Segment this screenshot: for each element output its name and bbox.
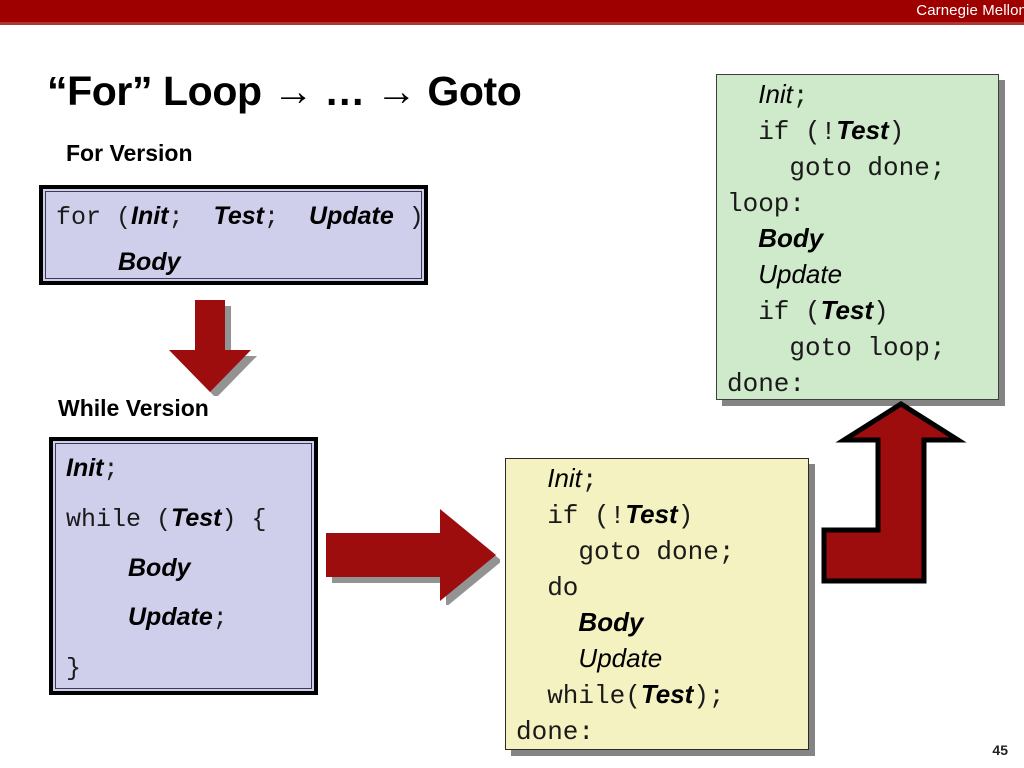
code-token: Update — [309, 202, 394, 230]
code-token: Test — [640, 679, 694, 709]
code-token: Update — [758, 259, 843, 289]
code-token: goto done; — [516, 537, 735, 567]
code-token: while( — [516, 681, 641, 711]
code-token: ) — [888, 117, 905, 147]
code-line: Init; — [66, 454, 301, 484]
page-title: “For” Loop → … → Goto — [47, 68, 522, 114]
code-line: for (Init; Test; Update ) — [56, 202, 424, 232]
code-token — [516, 465, 547, 495]
code-line: Update — [727, 261, 988, 289]
code-line: Init; — [727, 81, 988, 109]
code-token: if ( — [727, 297, 821, 327]
header-bar — [0, 0, 1024, 22]
code-line: goto done; — [516, 537, 798, 565]
code-token: Test — [836, 115, 889, 145]
arrow-right-icon — [326, 509, 500, 605]
code-token: ; — [168, 203, 214, 232]
code-line: Body — [516, 609, 798, 637]
code-token: Init — [131, 202, 169, 230]
code-token: do — [516, 573, 579, 603]
code-token — [516, 645, 578, 675]
code-token: while ( — [66, 505, 172, 534]
code-token: Test — [820, 295, 874, 325]
code-lines-dowhile: Init; if (!Test) goto done; do Body Upda… — [516, 465, 798, 745]
code-token: Init — [547, 463, 582, 493]
code-token: Test — [171, 504, 222, 532]
code-line: if (!Test) — [727, 117, 988, 145]
brand-label: Carnegie Mellon — [916, 2, 1024, 19]
code-line: done: — [727, 369, 988, 397]
code-line: goto loop; — [727, 333, 988, 361]
code-token: done: — [727, 369, 806, 399]
code-line: } — [66, 655, 301, 681]
code-token: ) — [393, 203, 424, 232]
arrow-bent-up-icon — [821, 401, 967, 584]
code-line: done: — [516, 717, 798, 745]
code-token: Update — [578, 643, 663, 673]
code-line: Body — [56, 250, 411, 275]
code-token: if (! — [516, 501, 626, 531]
code-token: goto loop; — [727, 333, 946, 363]
code-line: Body — [727, 225, 988, 253]
code-line: Update — [516, 645, 798, 673]
code-token: ) { — [221, 505, 267, 534]
code-token: ); — [693, 681, 725, 711]
code-token: goto done; — [727, 153, 946, 183]
code-box-while-inner: Init; while (Test) { Body Update; } — [55, 443, 312, 689]
code-line: if (Test) — [727, 297, 988, 325]
code-box-for-inner: for (Init; Test; Update ) Body — [45, 191, 424, 279]
code-box-goto-version: Init; if (!Test) goto done;loop: Body Up… — [716, 74, 999, 400]
code-token: Init — [66, 454, 104, 482]
code-token: if (! — [727, 117, 837, 147]
code-line: do — [516, 573, 798, 601]
code-token: } — [66, 654, 82, 683]
code-line: if (!Test) — [516, 501, 798, 529]
code-box-while-version: Init; while (Test) { Body Update; } — [49, 437, 318, 695]
code-token: ) — [677, 501, 694, 531]
code-token: loop: — [727, 189, 806, 219]
code-line: Body — [66, 556, 301, 581]
code-token: Init — [758, 79, 793, 109]
code-token — [727, 225, 758, 255]
code-lines-goto: Init; if (!Test) goto done;loop: Body Up… — [727, 81, 988, 397]
page-number: 45 — [992, 742, 1008, 758]
code-line: Update; — [66, 603, 301, 633]
code-line: Init; — [516, 465, 798, 493]
code-line: while (Test) { — [66, 504, 301, 534]
code-token: Test — [625, 499, 678, 529]
code-token: ; — [264, 203, 310, 232]
code-box-for-version: for (Init; Test; Update ) Body — [39, 185, 428, 285]
code-token: Body — [758, 223, 824, 253]
code-line: while(Test); — [516, 681, 798, 709]
arrow-down-icon — [169, 300, 257, 396]
code-token: Update — [128, 603, 213, 631]
code-token: Body — [118, 248, 181, 276]
code-box-dowhile-version: Init; if (!Test) goto done; do Body Upda… — [505, 458, 809, 750]
code-line: goto done; — [727, 153, 988, 181]
code-token — [516, 609, 578, 639]
code-line: loop: — [727, 189, 988, 217]
code-token: ; — [581, 465, 598, 495]
code-token: Test — [213, 202, 265, 230]
code-token — [727, 261, 758, 291]
heading-for-version: For Version — [66, 140, 193, 166]
code-token: Body — [578, 607, 644, 637]
code-token: Body — [128, 554, 191, 582]
code-token: done: — [516, 717, 595, 747]
code-token: for ( — [56, 203, 132, 232]
heading-while-version: While Version — [58, 395, 209, 421]
code-token: ; — [792, 81, 809, 111]
code-token — [727, 81, 758, 111]
code-token: ) — [873, 297, 889, 327]
code-token: ; — [212, 604, 228, 633]
header-bar-underline — [0, 22, 1024, 25]
code-token: ; — [103, 455, 119, 484]
